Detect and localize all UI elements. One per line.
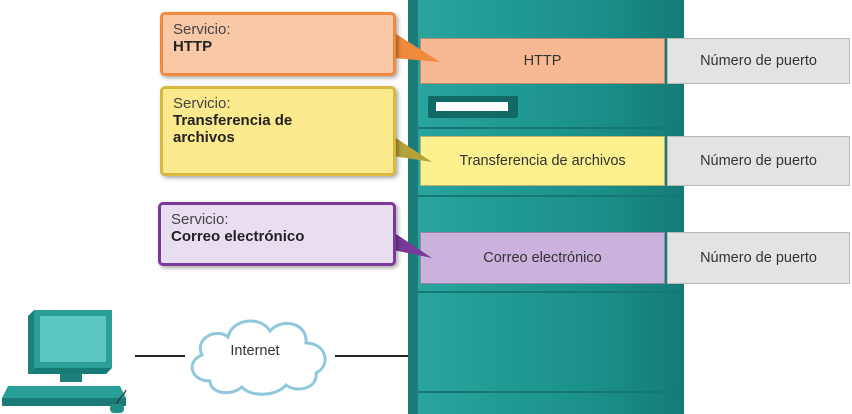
server-row-ftp: Transferencia de archivos bbox=[420, 136, 665, 186]
port-label: Número de puerto bbox=[700, 250, 817, 266]
callout-value: HTTP bbox=[173, 38, 213, 55]
callout-label: Servicio: bbox=[171, 211, 229, 228]
desktop-computer-icon bbox=[2, 310, 127, 413]
service-name: Correo electrónico bbox=[483, 250, 602, 266]
internet-label: Internet bbox=[230, 343, 280, 359]
callout-label: Servicio: bbox=[173, 21, 231, 38]
pointer-http bbox=[393, 32, 440, 62]
callout-value: Transferencia de archivos bbox=[173, 112, 293, 146]
callout-http: Servicio: HTTP bbox=[160, 12, 396, 76]
callout-file-transfer: Servicio: Transferencia de archivos bbox=[160, 86, 396, 176]
callout-value: Correo electrónico bbox=[171, 228, 305, 245]
callout-label: Servicio: bbox=[173, 95, 231, 112]
server-row-mail: Correo electrónico bbox=[420, 232, 665, 284]
port-label: Número de puerto bbox=[700, 53, 817, 69]
port-label: Número de puerto bbox=[700, 153, 817, 169]
internet-cloud-icon bbox=[190, 319, 327, 396]
port-cell-http: Número de puerto bbox=[667, 38, 850, 84]
callout-email: Servicio: Correo electrónico bbox=[158, 202, 396, 266]
pointer-ftp bbox=[393, 136, 432, 162]
service-name: Transferencia de archivos bbox=[459, 153, 626, 169]
port-cell-mail: Número de puerto bbox=[667, 232, 850, 284]
service-name: HTTP bbox=[523, 53, 562, 69]
pointer-mail bbox=[393, 232, 432, 258]
port-cell-ftp: Número de puerto bbox=[667, 136, 850, 186]
server-row-http: HTTP bbox=[420, 38, 665, 84]
